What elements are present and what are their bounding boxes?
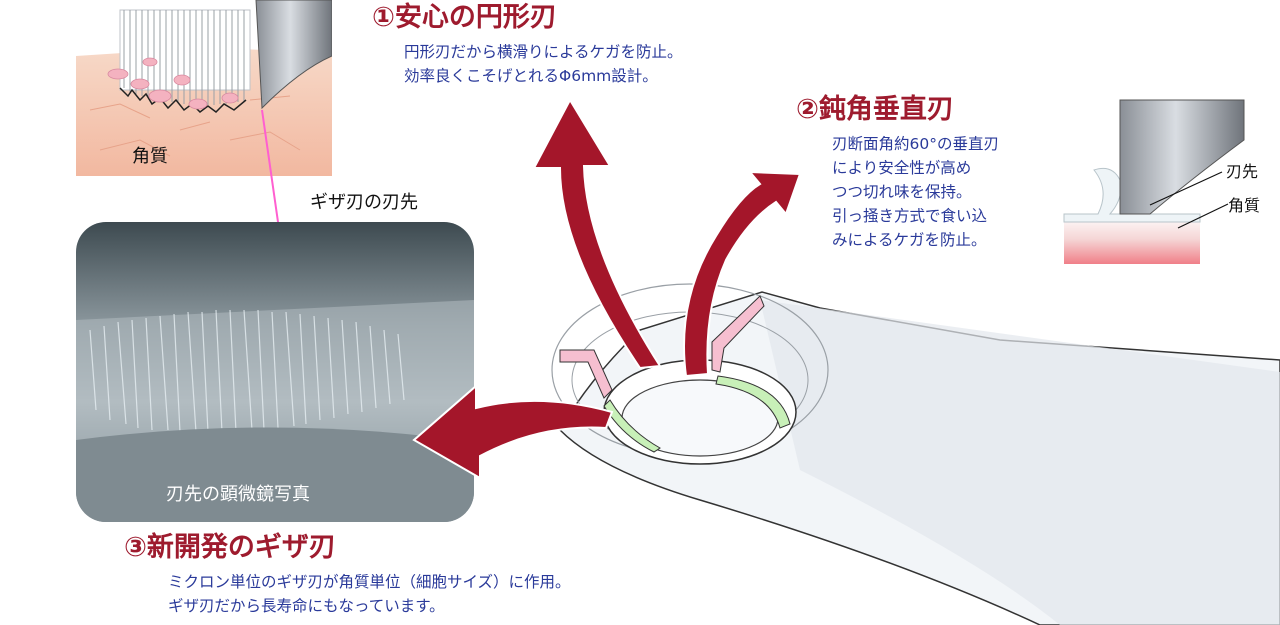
microscope-photo xyxy=(76,222,474,522)
serrated-edge xyxy=(119,87,247,113)
feature-2-title: ②鈍角垂直刃 xyxy=(796,94,954,125)
kakushitsu-leader xyxy=(1177,203,1229,229)
skin-illustration xyxy=(76,0,332,419)
right-steel-blade xyxy=(1119,99,1245,215)
feature-2-desc-line-5: みによるケガを防止。 xyxy=(832,231,987,249)
kakushitsu-label: 角質 xyxy=(132,146,168,167)
green-edge xyxy=(715,375,791,429)
layer-band xyxy=(1064,214,1200,264)
pink-edge-left xyxy=(559,349,613,399)
main-blade xyxy=(551,283,1280,625)
skin-flakes xyxy=(107,57,239,110)
arrow-up-right xyxy=(683,170,802,378)
hasaki-leader xyxy=(1149,171,1223,206)
blade-cross-section xyxy=(1063,99,1245,264)
feature-2-desc-line-4: 引っ掻き方式で食い込 xyxy=(832,207,988,225)
feature-2-desc-line-2: により安全性が高め xyxy=(832,159,972,177)
arrow-up xyxy=(532,97,662,370)
skin-texture xyxy=(89,79,301,157)
photo-caption: 刃先の顕微鏡写真 xyxy=(166,484,310,505)
steel-blade xyxy=(255,0,332,110)
keratin-curl xyxy=(1063,167,1201,223)
feature-1-desc-line-2: 効率良くこそげとれるΦ6mm設計。 xyxy=(404,67,658,85)
feature-2-desc-line-3: つつ切れ味を保持。 xyxy=(832,183,972,201)
feature-3-desc-line-1: ミクロン単位のギザ刃が角質単位（細胞サイズ）に作用。 xyxy=(168,573,571,591)
kakushitsu-right-label: 角質 xyxy=(1228,196,1261,215)
arrows xyxy=(412,97,802,480)
feature-1-title: ①安心の円形刃 xyxy=(372,2,557,33)
feature-2-desc-line-1: 刃断面角約60°の垂直刃 xyxy=(832,135,999,153)
green-edge-left xyxy=(603,399,661,453)
arrow-left xyxy=(412,383,614,480)
bristle-lines xyxy=(123,10,245,105)
feature-3-title: ③新開発のギザ刃 xyxy=(124,532,336,563)
feature-1-desc-line-1: 円形刃だから横滑りによるケガを防止。 xyxy=(404,43,683,61)
blade-shading xyxy=(760,300,1280,625)
hasaki-label: 刃先 xyxy=(1226,162,1259,181)
feature-3-desc-line-2: ギザ刃だから長寿命にもなっています。 xyxy=(168,597,445,615)
giza-tip-label: ギザ刃の刃先 xyxy=(310,192,418,213)
pink-edge-right xyxy=(711,295,765,373)
